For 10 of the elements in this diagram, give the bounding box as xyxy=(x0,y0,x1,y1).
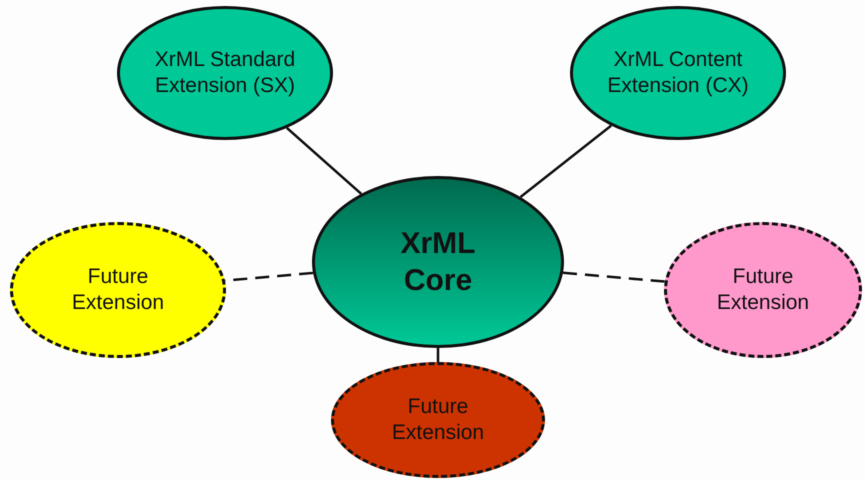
node-label: Future Extension xyxy=(70,264,166,316)
node-label: Future Extension xyxy=(716,264,810,316)
node-label: XrML Content Extension (CX) xyxy=(606,46,750,99)
node-label: Future Extension xyxy=(390,394,486,446)
connector-line xyxy=(436,348,440,362)
connector-line xyxy=(286,126,362,195)
connector-line xyxy=(562,272,665,283)
node-label: XrML Standard Extension (SX) xyxy=(154,46,296,99)
node-label: XrML Core xyxy=(400,226,476,299)
connector-line xyxy=(520,124,612,198)
